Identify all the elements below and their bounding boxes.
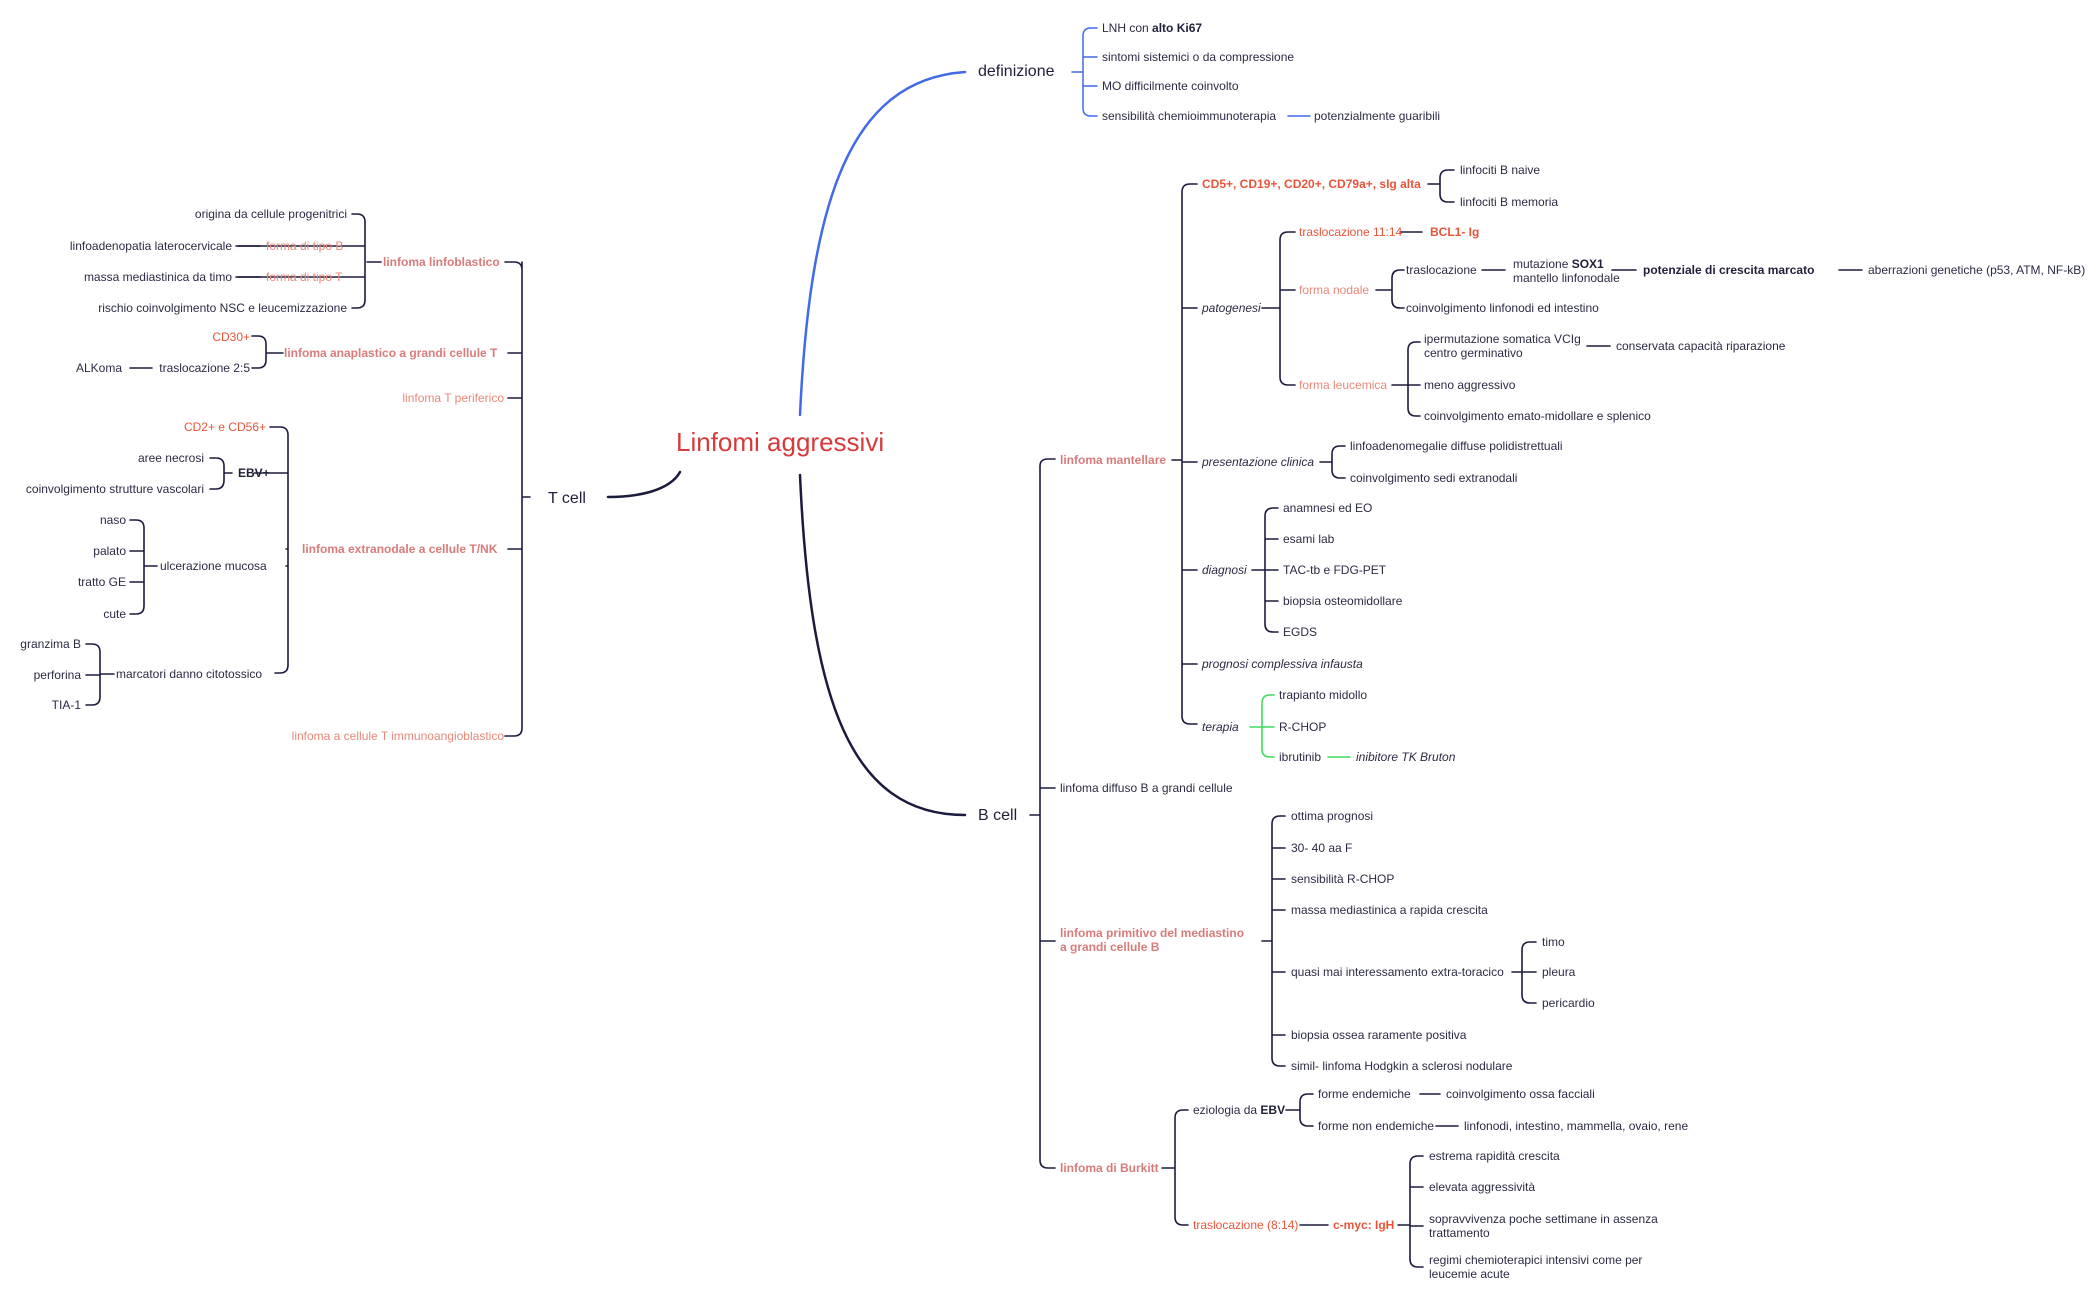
cmyc-igh: c-myc: IgH (1333, 1218, 1395, 1232)
anaplastico-traslocazione: traslocazione 2:5 (159, 361, 250, 375)
forma-leucemica: forma leucemica (1299, 378, 1388, 392)
ipermutazione: ipermutazione somatica VCIg centro germi… (1424, 332, 1581, 360)
non-endemiche-detail: linfonodi, intestino, mammella, ovaio, r… (1464, 1119, 1689, 1133)
linfoblastico-rischio: rischio coinvolgimento NSC e leucemizzaz… (98, 301, 347, 315)
diag-egds: EGDS (1283, 625, 1318, 639)
med-massa: massa mediastinica a rapida crescita (1291, 903, 1488, 917)
diag-esami-lab: esami lab (1283, 532, 1335, 546)
burkitt-aggressivita: elevata aggressività (1429, 1180, 1536, 1194)
diag-anamnesi: anamnesi ed EO (1283, 501, 1373, 515)
conservata-riparazione: conservata capacità riparazione (1616, 339, 1786, 353)
diffuso-node[interactable]: linfoma diffuso B a grandi cellule (1060, 781, 1233, 795)
extranodale-node[interactable]: linfoma extranodale a cellule T/NK (302, 542, 498, 556)
burkitt-node[interactable]: linfoma di Burkitt (1060, 1161, 1159, 1175)
def-sensibilita: sensibilità chemioimmunoterapia (1102, 109, 1277, 123)
ulc-tratto-ge: tratto GE (77, 575, 126, 589)
t-periferico-node[interactable]: linfoma T periferico (402, 391, 504, 405)
burkitt-regimi: regimi chemioterapici intensivi come per… (1429, 1253, 1643, 1281)
definizione-node[interactable]: definizione (978, 63, 1055, 80)
aberrazioni-genetiche: aberrazioni genetiche (p53, ATM, NF-kB) (1868, 263, 2086, 277)
patogenesi-node: patogenesi (1202, 301, 1261, 315)
med-eta: 30- 40 aa F (1291, 841, 1353, 855)
med-hodgkin: simil- linfoma Hodgkin a sclerosi nodula… (1291, 1059, 1513, 1073)
ter-ibrutinib: ibrutinib (1279, 750, 1322, 764)
ulcerazione-node: ulcerazione mucosa (160, 559, 267, 573)
endemiche-detail: coinvolgimento ossa facciali (1446, 1087, 1595, 1101)
def-sintomi: sintomi sistemici o da compressione (1102, 50, 1295, 64)
mantellare-node[interactable]: linfoma mantellare (1060, 453, 1167, 467)
marc-perforina: perforina (33, 668, 81, 682)
mediastino-node[interactable]: linfoma primitivo del mediastino a grand… (1060, 926, 1245, 954)
ematomidollare: coinvolgimento emato-midollare e splenic… (1424, 409, 1651, 423)
nodale-traslocazione: traslocazione (1406, 263, 1477, 277)
extra-pleura: pleura (1542, 965, 1576, 979)
burkitt-sopravvivenza: sopravvivenza poche settimane in assenza… (1429, 1212, 1658, 1240)
marc-granzima: granzima B (20, 637, 81, 651)
meno-aggressivo: meno aggressivo (1424, 378, 1516, 392)
tipo-b-detail: linfoadenopatia laterocervicale (69, 239, 232, 253)
tcell-node[interactable]: T cell (548, 490, 586, 507)
forme-endemiche: forme endemiche (1318, 1087, 1411, 1101)
ulc-naso: naso (99, 513, 126, 527)
burkitt-eziologia: eziologia da EBV (1193, 1103, 1286, 1117)
burkitt-traslocazione: traslocazione (8:14) (1193, 1218, 1299, 1232)
med-prognosi: ottima prognosi (1291, 809, 1374, 823)
extra-timo: timo (1542, 935, 1565, 949)
diagnosi-node: diagnosi (1202, 563, 1247, 577)
immunoangio-node[interactable]: linfoma a cellule T immunoangioblastico (291, 729, 504, 743)
diag-biopsia: biopsia osteomidollare (1283, 594, 1403, 608)
prognosi-infausta: prognosi complessiva infausta (1202, 657, 1363, 671)
diag-tac-pet: TAC-tb e FDG-PET (1283, 563, 1387, 577)
anaplastico-cd30: CD30+ (212, 330, 250, 344)
marcatori-node: marcatori danno citotossico (116, 667, 263, 681)
pres-linfoadenomegalie: linfoadenomegalie diffuse polidistrettua… (1350, 439, 1563, 453)
ulc-cute: cute (103, 607, 126, 621)
med-extratoracico: quasi mai interessamento extra-toracico (1291, 965, 1504, 979)
forma-nodale: forma nodale (1299, 283, 1370, 297)
def-guaribili: potenzialmente guaribili (1314, 109, 1441, 123)
nodale-coinvolgimento: coinvolgimento linfonodi ed intestino (1406, 301, 1599, 315)
ulc-palato: palato (93, 544, 126, 558)
linfoblastico-tipo-t: forma di tipo T (266, 270, 343, 284)
potenziale-crescita: potenziale di crescita marcato (1643, 263, 1815, 277)
inibitore-tk: inibitore TK Bruton (1356, 750, 1456, 764)
traslocazione-11-14: traslocazione 11:14 (1299, 225, 1403, 239)
extranodale-cd: CD2+ e CD56+ (183, 420, 266, 434)
extra-pericardio: pericardio (1542, 996, 1595, 1010)
linfoblastico-node[interactable]: linfoma linfoblastico (383, 255, 500, 269)
markers-naive: linfociti B naive (1460, 163, 1541, 177)
def-ki67: LNH con alto Ki67 (1102, 21, 1203, 35)
ter-trapianto: trapianto midollo (1279, 688, 1368, 702)
presentazione-clinica: presentazione clinica (1202, 455, 1315, 469)
ebv-plus: EBV+ (238, 466, 270, 480)
anaplastico-alkoma: ALKoma (75, 361, 122, 375)
linfoblastico-tipo-b: forma di tipo B (266, 239, 344, 253)
ter-rchop: R-CHOP (1279, 720, 1327, 734)
med-biopsia: biopsia ossea raramente positiva (1291, 1028, 1467, 1042)
def-mo: MO difficilmente coinvolto (1102, 79, 1239, 93)
bcell-node[interactable]: B cell (978, 807, 1018, 824)
bcl1-ig: BCL1- Ig (1430, 225, 1480, 239)
mantellare-markers: CD5+, CD19+, CD20+, CD79a+, sIg alta (1202, 177, 1421, 191)
terapia-node: terapia (1202, 720, 1239, 734)
anaplastico-node[interactable]: linfoma anaplastico a grandi cellule T (284, 346, 498, 360)
linfoblastico-origine: origina da cellule progenitrici (194, 207, 347, 221)
pres-extranodali: coinvolgimento sedi extranodali (1350, 471, 1518, 485)
markers-memoria: linfociti B memoria (1460, 195, 1559, 209)
tipo-t-detail: massa mediastinica da timo (83, 270, 232, 284)
marc-tia1: TIA-1 (51, 698, 81, 712)
med-rchop: sensibilità R-CHOP (1291, 872, 1395, 886)
ebv-vascolari: coinvolgimento strutture vascolari (25, 482, 204, 496)
ebv-necrosi: aree necrosi (137, 451, 204, 465)
forme-non-endemiche: forme non endemiche (1318, 1119, 1435, 1133)
burkitt-rapidita: estrema rapidità crescita (1429, 1149, 1560, 1163)
root-title: Linfomi aggressivi (676, 427, 885, 457)
